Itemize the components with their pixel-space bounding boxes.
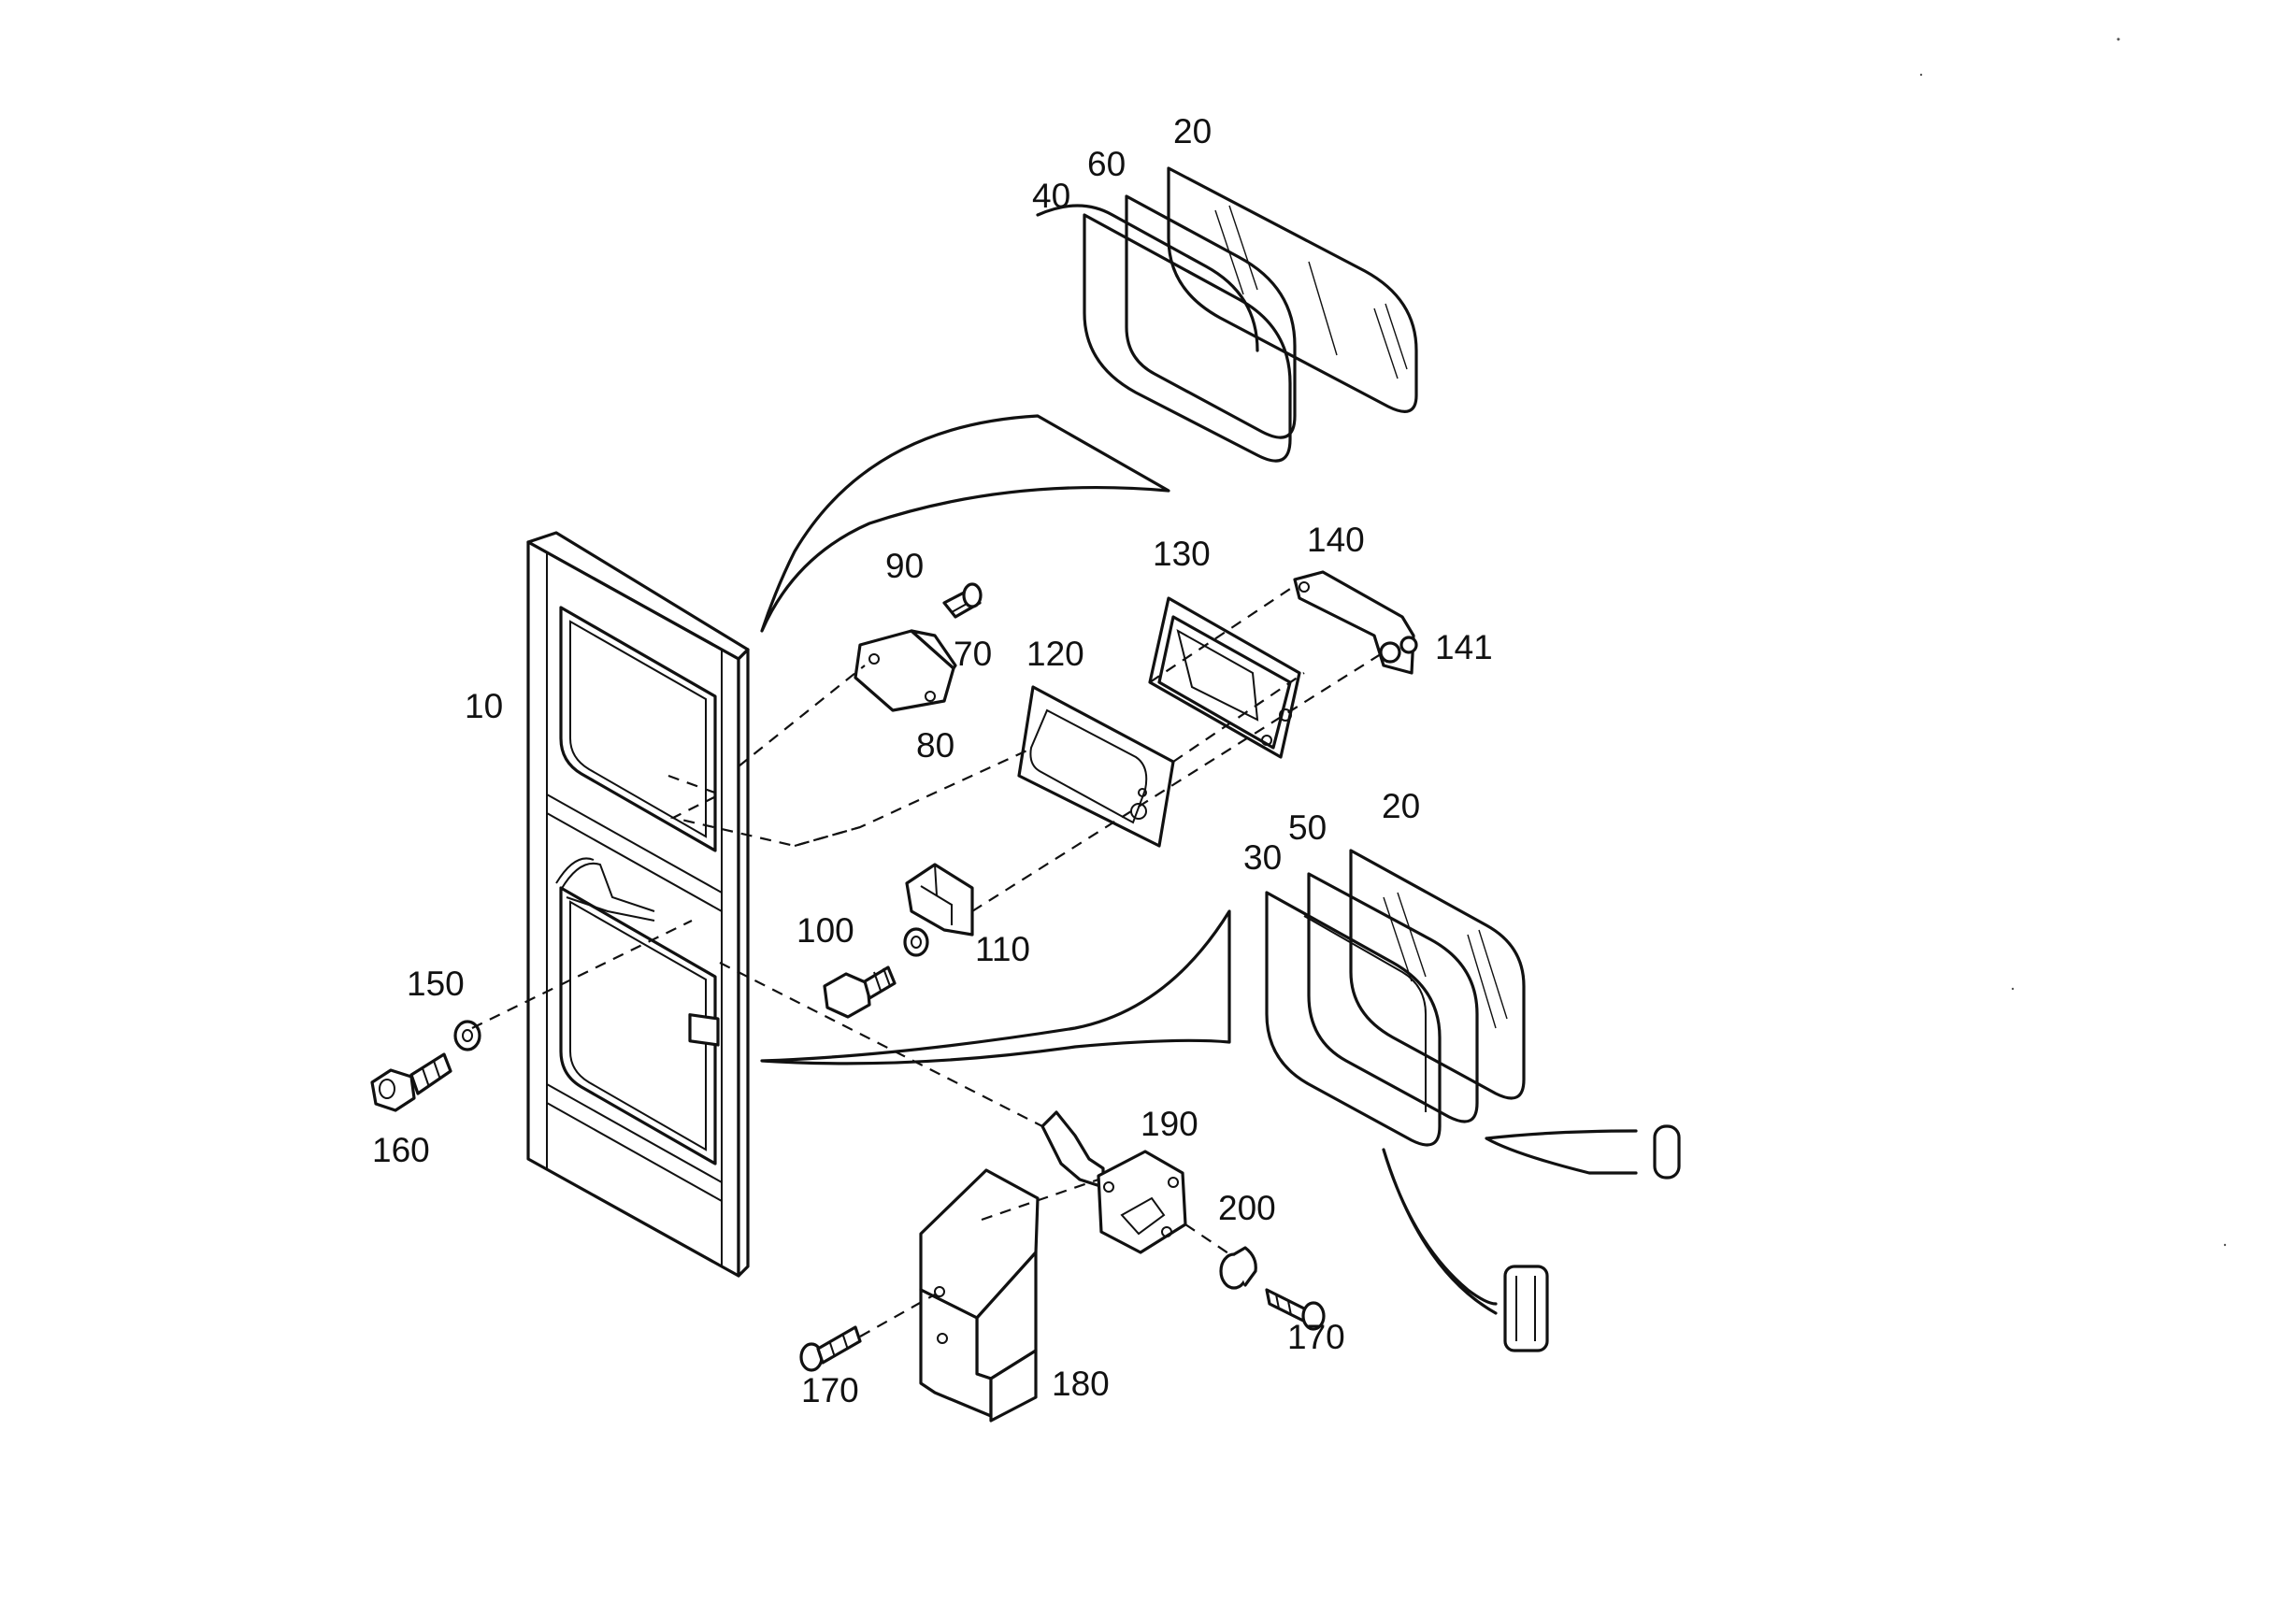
part-140-hinge	[1293, 570, 1418, 675]
assembly-arrows	[760, 414, 1638, 1315]
callout-141: 141	[1435, 628, 1493, 666]
scan-specks	[1919, 37, 2227, 1247]
callout-170-left: 170	[801, 1371, 859, 1409]
callout-180: 180	[1052, 1365, 1110, 1403]
part-160-bolt	[370, 1020, 481, 1112]
part-170-screw-right	[1265, 1288, 1326, 1331]
callout-150: 150	[407, 965, 465, 1003]
callout-50: 50	[1288, 808, 1327, 847]
callout-60: 60	[1087, 145, 1126, 183]
part-120-plate	[1017, 685, 1175, 848]
callout-10: 10	[465, 687, 503, 725]
callout-110: 110	[975, 930, 1030, 968]
callout-200: 200	[1218, 1189, 1276, 1227]
part-180-handle	[919, 1168, 1040, 1423]
door-frame	[526, 531, 750, 1278]
part-170-screw-left	[799, 1325, 862, 1372]
dashed-assembly-lines	[471, 588, 1385, 1337]
callout-70: 70	[954, 635, 992, 673]
part-90-screw	[942, 582, 983, 619]
callout-170-right: 170	[1287, 1318, 1345, 1356]
callout-100: 100	[796, 911, 854, 950]
part-70-latch-plate	[854, 629, 957, 712]
part-100-bolt	[823, 927, 929, 1019]
callout-30: 30	[1243, 838, 1282, 877]
callout-190: 190	[1141, 1105, 1198, 1143]
part-110-clip	[905, 863, 974, 937]
callout-labels: 10 20 40 60 90 70 80 120 130 140 141 20 …	[372, 112, 1493, 1409]
callout-40: 40	[1032, 177, 1070, 215]
bottom-window-set	[1265, 849, 1526, 1147]
loose-pins	[1503, 1124, 1681, 1352]
part-130-bracket	[1148, 596, 1301, 759]
callout-90: 90	[885, 547, 924, 585]
part-200-bushing	[1219, 1246, 1257, 1290]
callout-140: 140	[1307, 521, 1365, 559]
callout-160: 160	[372, 1131, 430, 1169]
callout-20-bottom: 20	[1382, 787, 1420, 825]
callout-120: 120	[1026, 635, 1084, 673]
callout-20-top: 20	[1173, 112, 1212, 150]
top-window-set	[1036, 166, 1418, 463]
callout-130: 130	[1153, 535, 1211, 573]
callout-80: 80	[916, 726, 954, 765]
